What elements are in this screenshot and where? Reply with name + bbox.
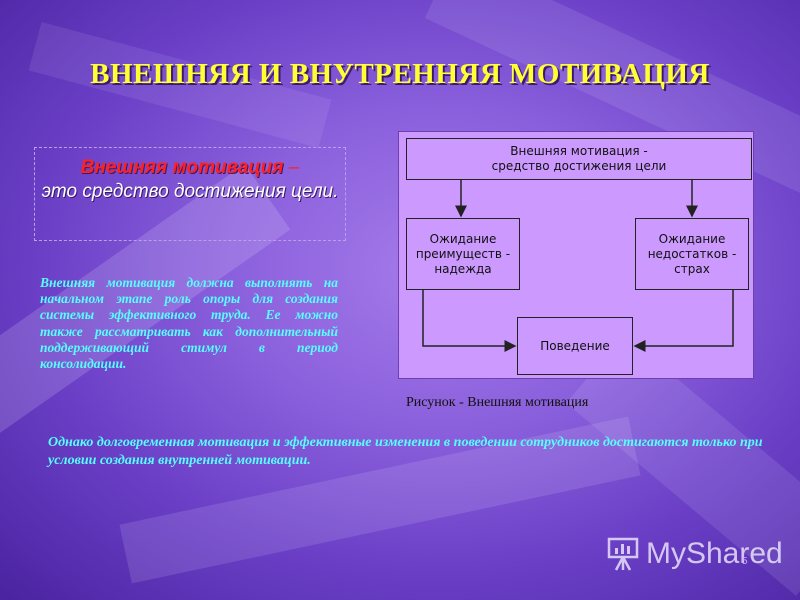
definition-box: Внешняя мотивация – это средство достиже… [34,147,346,241]
arrow-right-to-behavior [633,290,734,352]
figure-caption: Рисунок - Внешняя мотивация [406,395,589,410]
diagram-box-hope: Ожидание преимуществ - надежда [406,218,520,290]
watermark-logo: MyShared [606,534,783,574]
diagram-arrows [422,180,734,352]
definition-term: Внешняя мотивация [80,157,284,178]
diagram-text: Ожидание [429,231,497,246]
diagram-text: надежда [434,261,492,276]
motivation-diagram: Внешняя мотивация - средство достижения … [398,131,754,379]
definition-dash: – [283,157,300,178]
arrow-left-to-behavior [422,290,517,352]
conclusion-paragraph: Однако долговременная мотивация и эффект… [48,435,763,468]
diagram-box-fear: Ожидание недостатков - страх [635,218,749,290]
slide-title: ВНЕШНЯЯ И ВНУТРЕННЯЯ МОТИВАЦИЯ [90,58,710,90]
diagram-text: Ожидание [658,231,726,246]
definition-text: это средство достижения цели. [41,181,339,202]
diagram-box-behavior: Поведение [517,317,633,375]
motivation-paragraph: Внешняя мотивация должна выполнять на на… [40,275,338,372]
slide-number: 5 [742,556,748,567]
diagram-text: преимуществ - [415,246,511,261]
watermark-text: MyShared [646,537,783,570]
diagram-text: средство достижения цели [491,159,667,173]
presentation-board-icon [607,537,639,571]
diagram-text: Внешняя мотивация - [510,144,648,158]
diagram-text: недостатков - [647,246,737,261]
diagram-text: Поведение [540,338,610,353]
diagram-box-external-motivation: Внешняя мотивация - средство достижения … [406,138,752,180]
diagram-text: страх [674,261,710,276]
